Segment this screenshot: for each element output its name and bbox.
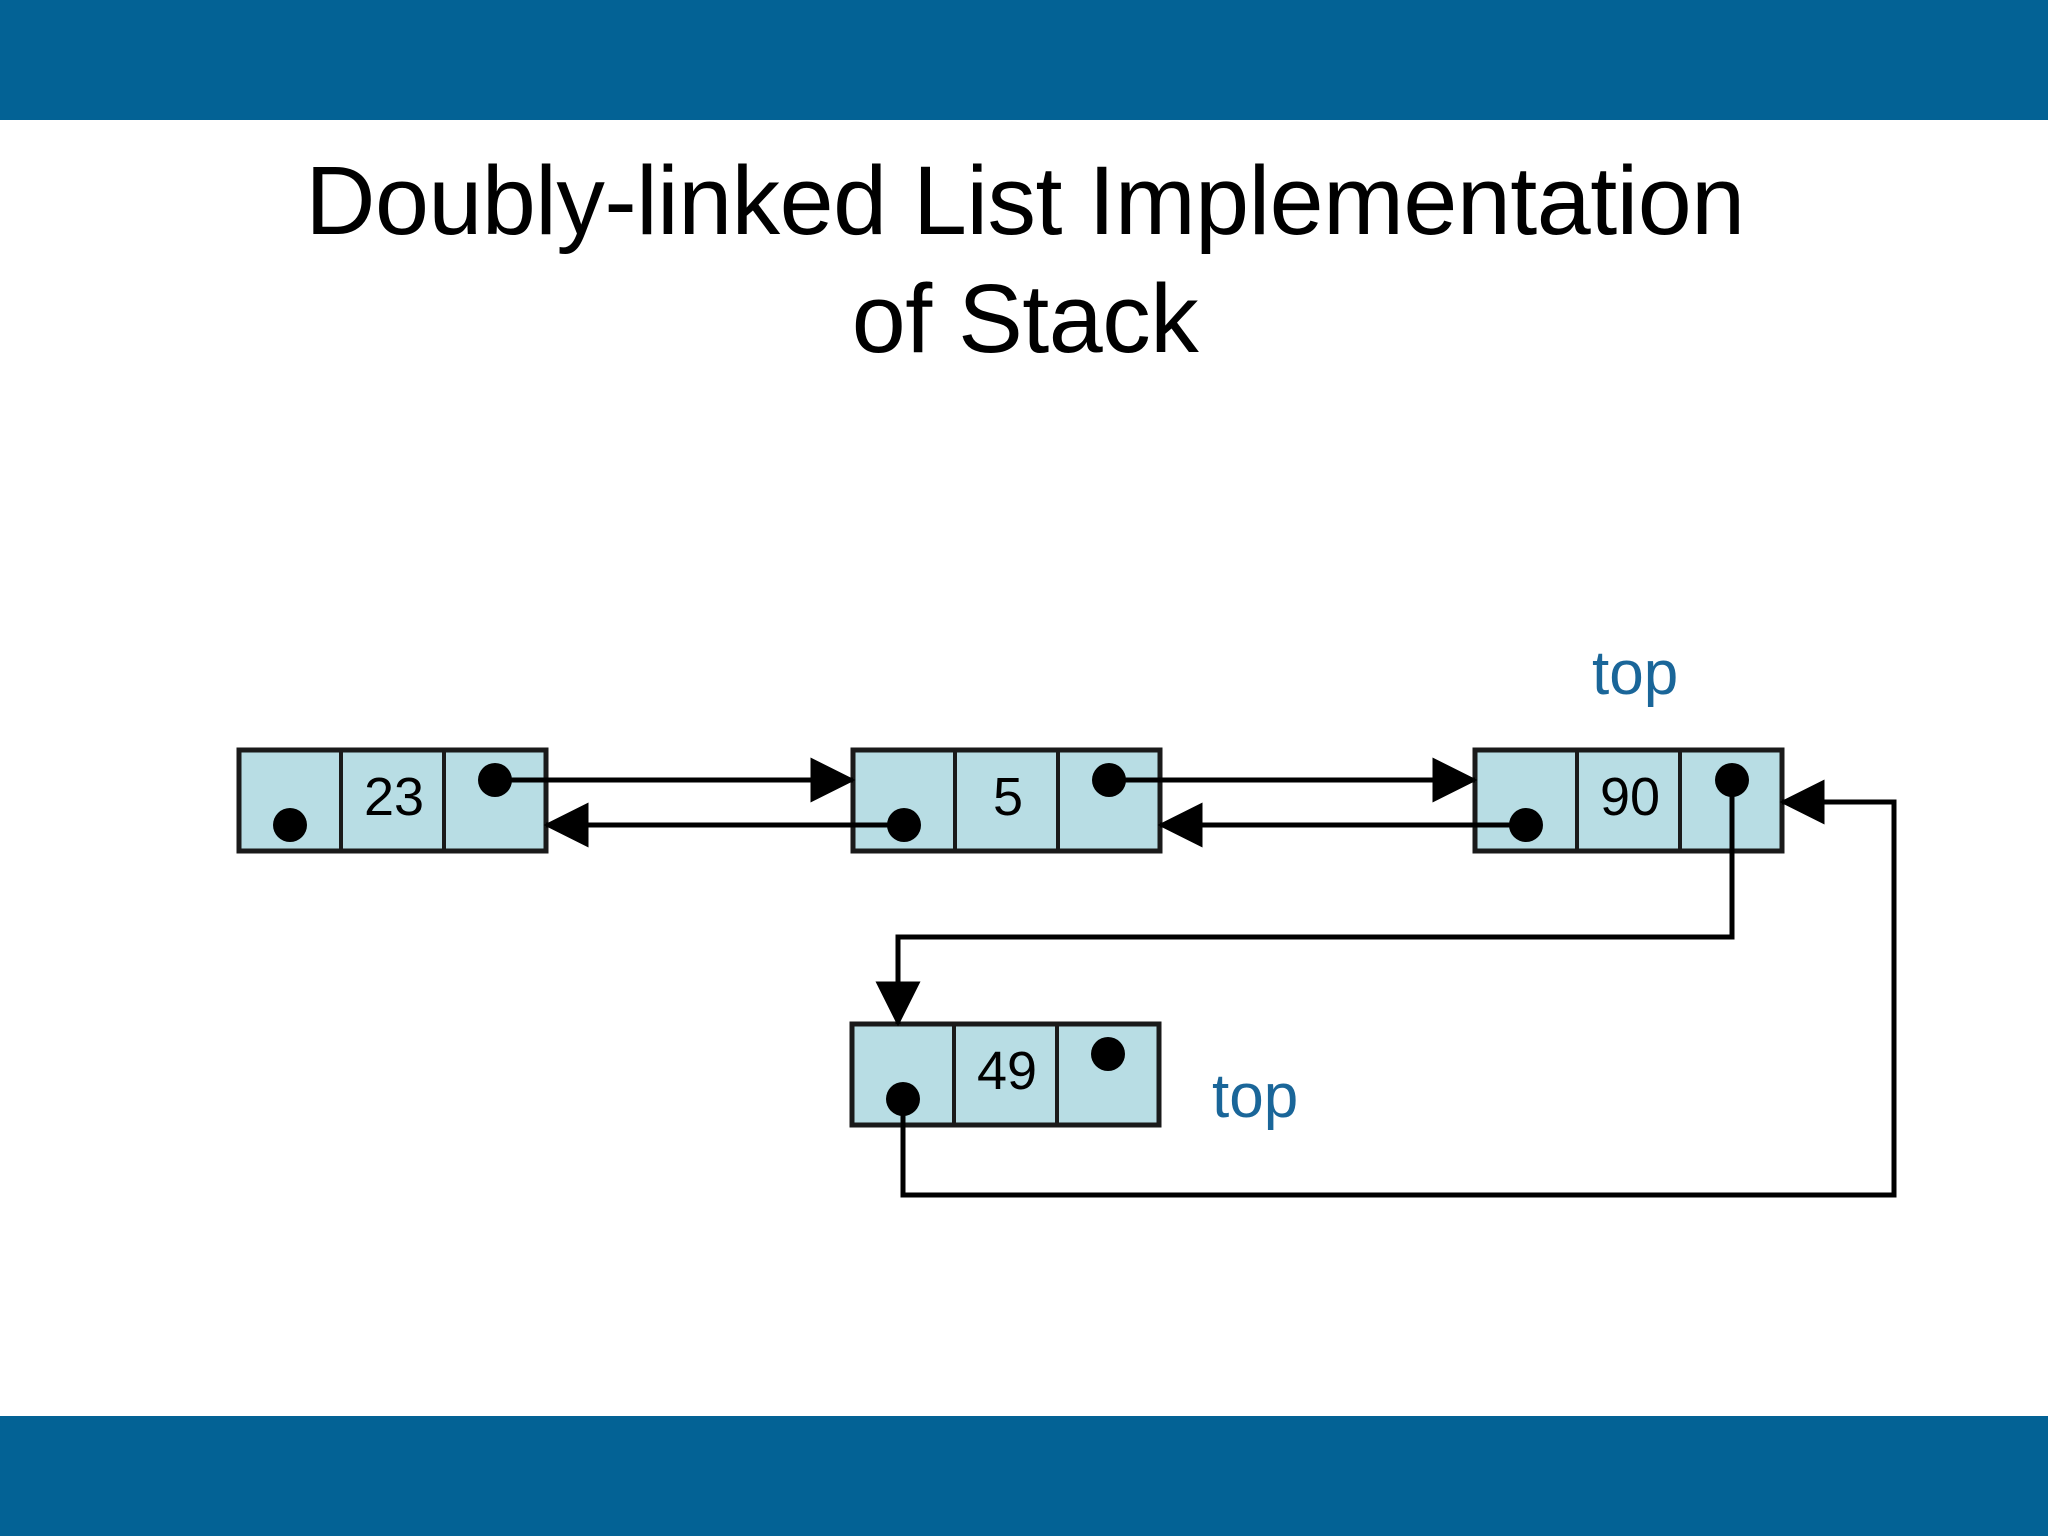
node-49: 49 <box>849 1021 1162 1128</box>
node-23-prev-pointer-dot <box>273 808 307 842</box>
node-90-value: 90 <box>1600 767 1660 827</box>
node-23: 23 <box>236 747 549 854</box>
top-label-node-49: top <box>1212 1062 1298 1131</box>
node-90: 90 <box>1472 747 1785 854</box>
page-title-line-1: Doubly-linked List Implementation <box>305 146 1745 255</box>
footer-band <box>0 1416 2048 1536</box>
link-90-next-to-49 <box>875 780 1735 1027</box>
node-49-value: 49 <box>977 1041 1037 1101</box>
page-title-line-2: of Stack <box>851 264 1199 374</box>
node-5: 5 <box>850 747 1163 854</box>
top-label-node-90: top <box>1592 639 1678 708</box>
node-23-value: 23 <box>364 767 424 827</box>
page-title: Doubly-linked List Implementation of Sta… <box>130 142 1920 379</box>
header-band <box>0 0 2048 120</box>
link-49-prev-to-90 <box>900 779 1897 1198</box>
node-5-value: 5 <box>993 767 1023 827</box>
node-49-next-pointer-dot <box>1091 1037 1125 1071</box>
